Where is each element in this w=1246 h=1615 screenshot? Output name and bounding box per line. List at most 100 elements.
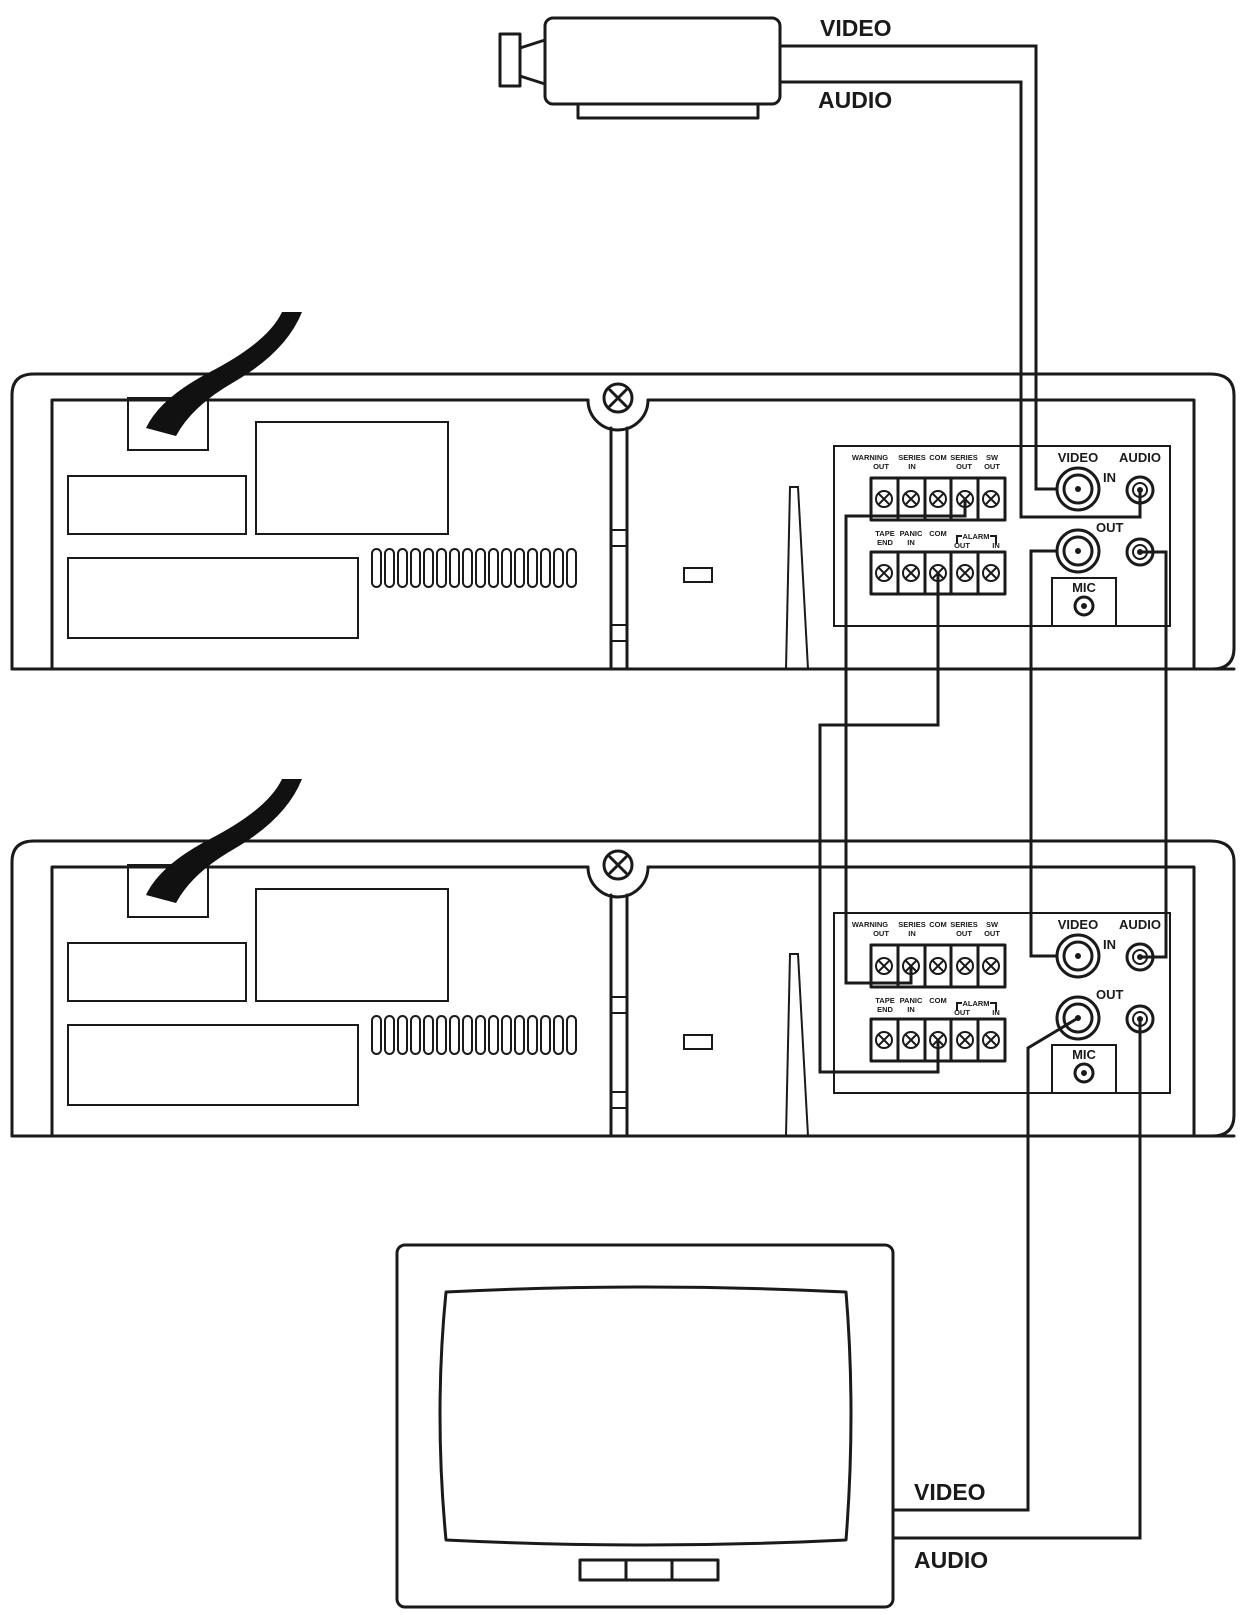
terminal-labels-bottom: TAPE END PANIC IN COM ALARM OUT IN — [875, 996, 999, 1017]
monitor-video-label: VIDEO — [914, 1479, 986, 1505]
monitor-audio-label: AUDIO — [914, 1547, 988, 1573]
label-plate — [67, 475, 247, 535]
svg-text:PANIC: PANIC — [900, 996, 923, 1005]
panel-fin — [785, 953, 809, 1137]
screw-recess — [586, 865, 650, 899]
connector-panel: WARNING OUT SERIES IN COM SERIES OUT SW … — [833, 912, 1171, 1094]
monitor: VIDEO AUDIO — [395, 1243, 988, 1609]
svg-text:IN: IN — [907, 538, 915, 547]
power-cord-grommet — [127, 397, 209, 451]
svg-text:COM: COM — [929, 529, 947, 538]
mic-jack — [1073, 595, 1095, 617]
power-cord-grommet — [127, 864, 209, 918]
svg-text:TAPE: TAPE — [875, 996, 894, 1005]
svg-text:OUT: OUT — [954, 1008, 970, 1017]
series-link-cable — [844, 499, 967, 985]
out-label: OUT — [1096, 520, 1124, 535]
svg-text:WARNING: WARNING — [852, 453, 888, 462]
terminal-strip-top — [869, 476, 1007, 522]
svg-text:OUT: OUT — [956, 462, 972, 471]
label-plate — [255, 888, 449, 1002]
svg-text:SERIES: SERIES — [950, 453, 978, 462]
out-label: OUT — [1096, 987, 1124, 1002]
connector-panel: WARNING OUT SERIES IN COM SERIES OUT SW … — [833, 445, 1171, 627]
in-label: IN — [1103, 470, 1116, 485]
vcr-housing — [10, 839, 1236, 1138]
video-in-jack — [1055, 933, 1101, 979]
mic-label: MIC — [1072, 580, 1096, 595]
svg-text:ALARM: ALARM — [962, 999, 989, 1008]
vcr-rear-frame — [50, 398, 1196, 671]
terminal-labels-top: WARNING OUT SERIES IN COM SERIES OUT SW … — [852, 453, 1000, 471]
mic-box — [1051, 577, 1117, 627]
monitor-screen — [438, 1285, 853, 1547]
alarm-bracket — [956, 1002, 997, 1011]
label-plate — [67, 942, 247, 1002]
camera-lens — [498, 32, 522, 88]
com-link-cable — [818, 573, 940, 1074]
svg-text:SERIES: SERIES — [898, 453, 926, 462]
svg-text:WARNING: WARNING — [852, 920, 888, 929]
svg-text:IN: IN — [907, 1005, 915, 1014]
audio-link-cable — [1140, 550, 1168, 959]
svg-text:OUT: OUT — [873, 929, 889, 938]
video-label: VIDEO — [1058, 917, 1098, 932]
vcr-housing — [10, 372, 1236, 671]
svg-text:SW: SW — [986, 453, 999, 462]
label-plate — [255, 421, 449, 535]
monitor-audio-cable — [893, 1019, 1142, 1540]
indicator-slot — [683, 1034, 713, 1050]
svg-text:OUT: OUT — [984, 462, 1000, 471]
power-cord — [146, 779, 302, 903]
svg-text:OUT: OUT — [956, 929, 972, 938]
label-plate — [67, 557, 359, 639]
mic-label: MIC — [1072, 1047, 1096, 1062]
svg-text:IN: IN — [992, 541, 1000, 550]
svg-text:COM: COM — [929, 920, 947, 929]
indicator-slot — [683, 567, 713, 583]
video-out-jack — [1055, 995, 1101, 1041]
audio-label: AUDIO — [1119, 450, 1161, 465]
svg-text:IN: IN — [992, 1008, 1000, 1017]
screw-x-mark — [608, 855, 628, 875]
terminal-screws-top — [875, 957, 1000, 975]
svg-text:ALARM: ALARM — [962, 532, 989, 541]
terminal-screws-bottom — [875, 1031, 1000, 1049]
svg-text:TAPE: TAPE — [875, 529, 894, 538]
cables — [780, 44, 1168, 1540]
video-in-jack — [1055, 466, 1101, 512]
camera-lens-neck — [518, 38, 547, 86]
svg-text:OUT: OUT — [984, 929, 1000, 938]
monitor-video-cable — [893, 1016, 1079, 1512]
camera-audio-label: AUDIO — [818, 87, 892, 113]
screw-recess — [586, 398, 650, 432]
vent-slots — [371, 1015, 577, 1055]
screw-x-mark — [608, 388, 628, 408]
alarm-bracket — [956, 535, 997, 544]
terminal-labels-top: WARNING OUT SERIES IN COM SERIES OUT SW … — [852, 920, 1000, 938]
in-label: IN — [1103, 937, 1116, 952]
svg-text:PANIC: PANIC — [900, 529, 923, 538]
panel-fin — [785, 486, 809, 670]
svg-text:IN: IN — [908, 462, 916, 471]
terminal-labels-bottom: TAPE END PANIC IN COM ALARM OUT IN — [875, 529, 999, 550]
terminal-strip-top — [869, 943, 1007, 989]
monitor-cabinet — [395, 1243, 895, 1609]
label-plate — [67, 1024, 359, 1106]
power-cord — [146, 312, 302, 436]
svg-text:COM: COM — [929, 996, 947, 1005]
svg-text:END: END — [877, 1005, 893, 1014]
vent-slots — [371, 548, 577, 588]
svg-text:IN: IN — [908, 929, 916, 938]
vcr-rear-frame — [50, 865, 1196, 1138]
audio-label: AUDIO — [1119, 917, 1161, 932]
camera-base — [576, 102, 760, 120]
camera-body — [543, 16, 782, 106]
svg-text:OUT: OUT — [873, 462, 889, 471]
camera-video-cable — [780, 44, 1057, 491]
svg-text:SW: SW — [986, 920, 999, 929]
video-out-jack — [1055, 528, 1101, 574]
video-label: VIDEO — [1058, 450, 1098, 465]
vcr-lower: WARNING OUT SERIES IN COM SERIES OUT SW … — [10, 779, 1236, 1138]
